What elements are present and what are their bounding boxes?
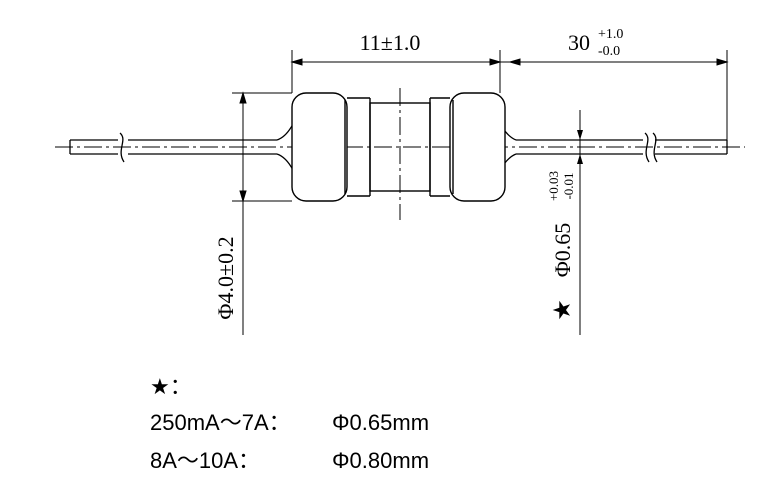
body-length-label: 11±1.0	[360, 30, 421, 55]
lead-diameter-tol-plus: +0.03	[546, 171, 561, 201]
body-diameter-label: Φ4.0±0.2	[213, 236, 238, 319]
lead-diameter-arrows	[577, 130, 583, 164]
extension-lines	[232, 50, 728, 335]
lead-diameter-tol-minus: -0.01	[561, 172, 576, 199]
notes-header: ★：	[150, 374, 192, 399]
right-end-cap	[449, 92, 506, 202]
lead-length-tol-minus: -0.0	[598, 44, 620, 59]
current-range: 250mA～7A：	[150, 410, 291, 435]
lead-length-label: 30	[568, 30, 590, 55]
lead-length-tol-plus: +1.0	[598, 27, 623, 42]
fuse-body	[291, 92, 506, 202]
lead-diameter-value: Φ0.80mm	[332, 448, 430, 473]
body-length-dimension	[290, 58, 729, 66]
left-lead	[69, 123, 294, 171]
lead-diameter-label: Φ0.65	[550, 223, 575, 278]
star-marker: ★	[550, 299, 576, 321]
left-end-cap	[291, 92, 348, 202]
current-range: 8A～10A：	[150, 448, 261, 473]
body-diameter-dimension	[239, 91, 247, 335]
lead-diameter-value: Φ0.65mm	[332, 410, 430, 435]
